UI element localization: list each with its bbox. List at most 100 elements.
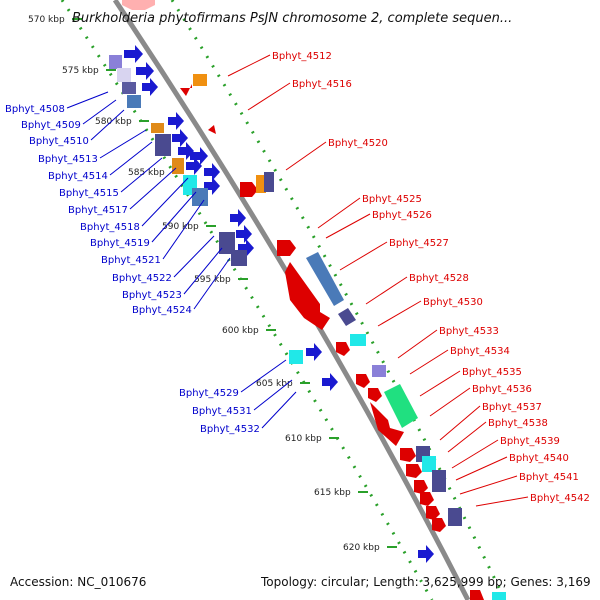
right-gene-label[interactable]: Bphyt_4533	[439, 326, 499, 337]
gene-feature[interactable]	[422, 456, 436, 472]
right-gene-label[interactable]: Bphyt_4535	[462, 367, 522, 378]
right-gene-label[interactable]: Bphyt_4539	[500, 436, 560, 447]
left-gene-label[interactable]: Bphyt_4513	[38, 154, 98, 165]
left-gene-label[interactable]: Bphyt_4509	[21, 120, 81, 131]
right-gene-label[interactable]: Bphyt_4525	[362, 194, 422, 205]
right-gene-label[interactable]: Bphyt_4542	[530, 493, 590, 504]
left-gene-label[interactable]: Bphyt_4523	[122, 290, 182, 301]
gene-feature[interactable]	[193, 74, 207, 86]
left-gene-label[interactable]: Bphyt_4518	[80, 222, 140, 233]
gene-feature[interactable]	[289, 350, 303, 364]
gene-feature[interactable]	[356, 374, 370, 388]
gene-feature[interactable]	[400, 448, 416, 462]
gene-feature[interactable]	[168, 112, 184, 130]
left-gene-label[interactable]: Bphyt_4524	[132, 305, 192, 316]
gene-feature[interactable]	[124, 45, 143, 63]
gene-feature[interactable]	[432, 470, 446, 492]
gene-feature[interactable]	[432, 518, 446, 532]
gene-feature[interactable]	[426, 506, 440, 520]
left-gene-label[interactable]: Bphyt_4510	[29, 136, 89, 147]
leader-line	[475, 496, 529, 507]
gene-feature[interactable]	[127, 95, 141, 108]
left-gene-label[interactable]: Bphyt_4517	[68, 205, 128, 216]
gene-feature[interactable]	[238, 239, 254, 257]
gene-feature[interactable]	[372, 365, 386, 377]
gene-feature[interactable]	[370, 402, 404, 446]
gene-feature[interactable]	[155, 134, 171, 156]
gene-feature[interactable]	[122, 0, 155, 10]
gene-feature[interactable]	[306, 343, 322, 361]
leader-line	[419, 370, 461, 397]
topology-text: Topology: circular; Length: 3,625,999 bp…	[260, 575, 591, 589]
right-gene-label[interactable]: Bphyt_4541	[519, 472, 579, 483]
right-gene-label[interactable]: Bphyt_4526	[372, 210, 432, 221]
gene-feature[interactable]	[470, 590, 484, 600]
gene-feature[interactable]	[142, 78, 158, 96]
gene-feature[interactable]	[122, 82, 136, 94]
gene-feature[interactable]	[136, 62, 154, 80]
gene-feature[interactable]	[285, 262, 330, 330]
leader-line	[193, 257, 231, 310]
gene-feature[interactable]	[240, 182, 258, 197]
gene-feature[interactable]	[172, 158, 184, 174]
right-gene-label[interactable]: Bphyt_4527	[389, 238, 449, 249]
gene-feature[interactable]	[368, 388, 382, 402]
gene-feature[interactable]	[384, 384, 418, 428]
gene-feature[interactable]	[338, 308, 356, 326]
scale-label: 610 kbp	[285, 434, 322, 444]
left-gene-label[interactable]: Bphyt_4529	[179, 388, 239, 399]
gene-feature[interactable]	[117, 68, 131, 82]
gene-feature[interactable]	[186, 157, 202, 175]
right-gene-label[interactable]: Bphyt_4538	[488, 418, 548, 429]
right-gene-label[interactable]: Bphyt_4516	[292, 79, 352, 90]
right-gene-label[interactable]: Bphyt_4530	[423, 297, 483, 308]
leader-line	[317, 197, 361, 229]
right-gene-label[interactable]: Bphyt_4528	[409, 273, 469, 284]
right-gene-label[interactable]: Bphyt_4536	[472, 384, 532, 395]
gene-feature[interactable]	[256, 175, 266, 193]
gene-feature[interactable]	[109, 55, 122, 69]
gene-feature[interactable]	[306, 252, 344, 306]
gene-feature[interactable]	[192, 188, 208, 206]
gene-feature[interactable]	[204, 163, 220, 181]
gene-feature[interactable]	[151, 123, 164, 133]
gene-feature[interactable]	[190, 147, 208, 165]
scale-label: 595 kbp	[194, 275, 231, 285]
right-gene-label[interactable]: Bphyt_4520	[328, 138, 388, 149]
gene-feature[interactable]	[420, 492, 434, 506]
left-gene-label[interactable]: Bphyt_4514	[48, 171, 108, 182]
gene-feature[interactable]	[277, 240, 296, 256]
gene-feature[interactable]	[264, 172, 274, 192]
gene-feature[interactable]	[322, 373, 338, 391]
scale-label: 585 kbp	[128, 168, 165, 178]
left-gene-label[interactable]: Bphyt_4531	[192, 406, 252, 417]
left-gene-label[interactable]: Bphyt_4519	[90, 238, 150, 249]
gene-feature[interactable]	[172, 129, 188, 147]
gene-feature[interactable]	[236, 225, 252, 243]
gene-feature[interactable]	[406, 464, 422, 478]
left-gene-label[interactable]: Bphyt_4521	[101, 255, 161, 266]
gene-feature[interactable]	[418, 545, 434, 563]
gene-feature[interactable]	[180, 84, 192, 96]
left-gene-label[interactable]: Bphyt_4522	[112, 273, 172, 284]
right-gene-label[interactable]: Bphyt_4537	[482, 402, 542, 413]
leader-line	[253, 379, 293, 411]
leader-line	[325, 213, 371, 239]
gene-feature[interactable]	[492, 592, 506, 600]
right-gene-label[interactable]: Bphyt_4512	[272, 51, 332, 62]
gene-feature[interactable]	[350, 334, 366, 346]
left-gene-label[interactable]: Bphyt_4515	[59, 188, 119, 199]
left-gene-label[interactable]: Bphyt_4532	[200, 424, 260, 435]
right-gene-label[interactable]: Bphyt_4540	[509, 453, 569, 464]
gene-feature[interactable]	[208, 125, 216, 134]
gene-feature[interactable]	[230, 209, 246, 227]
left-gene-label[interactable]: Bphyt_4508	[5, 104, 65, 115]
gene-feature[interactable]	[414, 480, 428, 494]
gene-feature[interactable]	[219, 232, 235, 254]
outer-track-border	[60, 0, 434, 600]
gene-feature[interactable]	[231, 250, 247, 266]
gene-feature[interactable]	[336, 342, 350, 356]
right-gene-label[interactable]: Bphyt_4534	[450, 346, 510, 357]
gene-feature[interactable]	[448, 508, 462, 526]
gene-feature[interactable]	[204, 177, 220, 195]
